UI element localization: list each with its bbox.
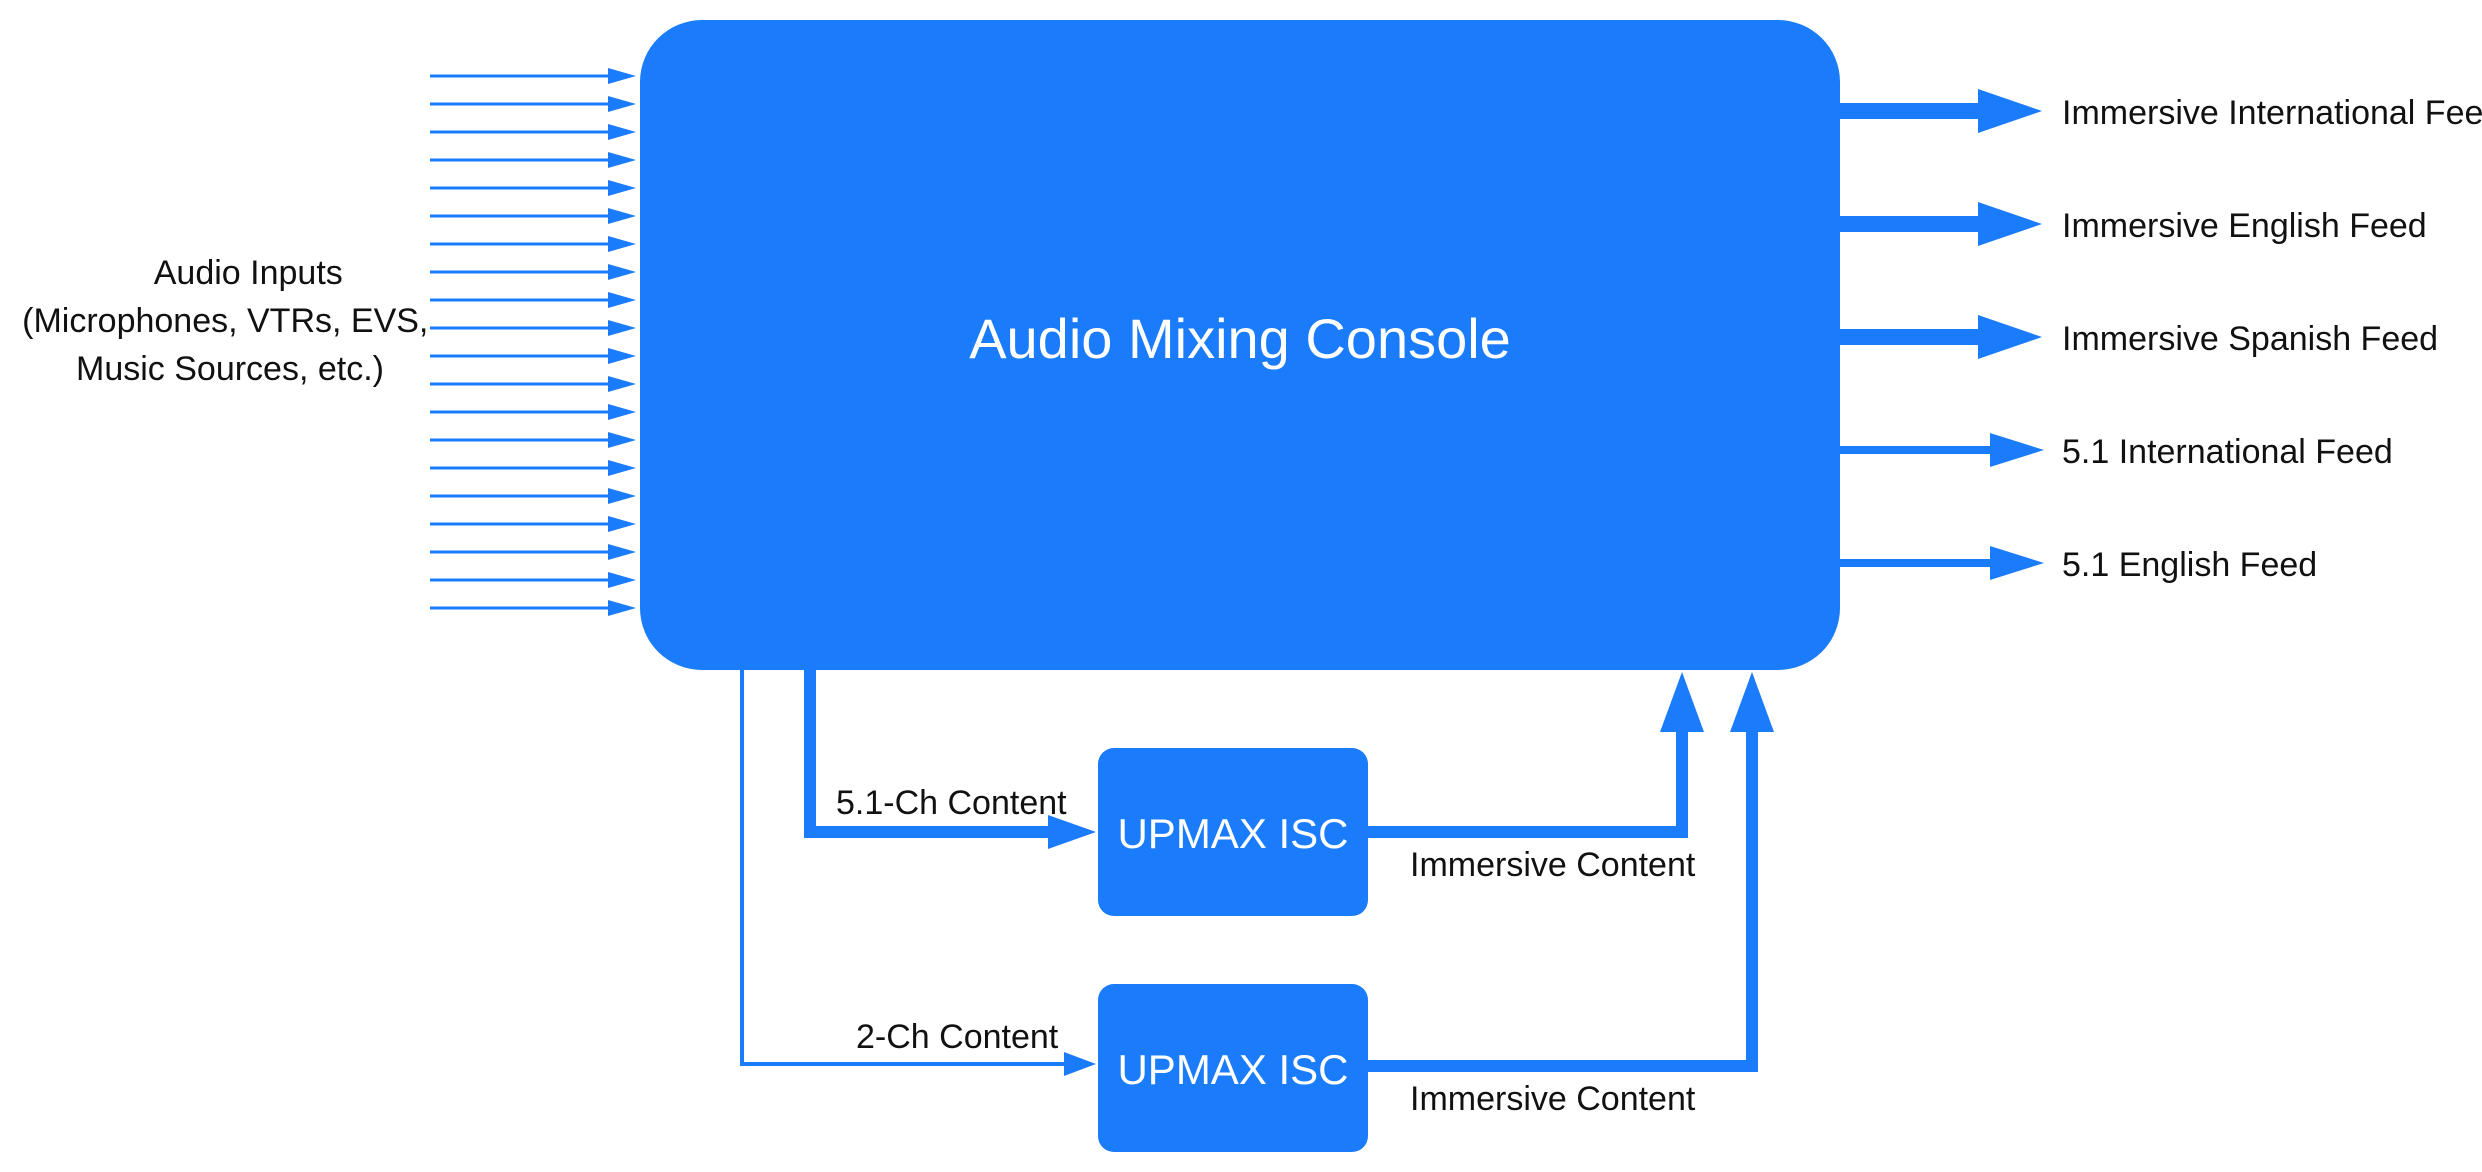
audio-input-arrow [430, 236, 636, 252]
5-1-international-feed-arrow [1840, 433, 2044, 467]
audio-input-arrow [430, 460, 636, 476]
audio-inputs-line-3: Music Sources, etc.) [76, 350, 384, 388]
2-ch-content-label: 2-Ch Content [856, 1018, 1059, 1056]
5-1-english-feed-arrow [1840, 546, 2044, 580]
audio-input-arrow [430, 152, 636, 168]
output-label-immersive-spanish: Immersive Spanish Feed [2062, 320, 2438, 358]
audio-input-arrow [430, 348, 636, 364]
upmax-isc-label-1: UPMAX ISC [1117, 810, 1348, 857]
immersive-english-feed-arrow [1840, 202, 2042, 246]
audio-input-arrow [430, 572, 636, 588]
5-1-ch-content-label: 5.1-Ch Content [836, 784, 1067, 822]
audio-input-arrow [430, 544, 636, 560]
output-label-immersive-english: Immersive English Feed [2062, 207, 2427, 245]
audio-inputs-label: Audio Inputs (Microphones, VTRs, EVS, Mu… [22, 254, 438, 388]
audio-mixing-console-label: Audio Mixing Console [969, 307, 1511, 370]
5-1-ch-content-connector [804, 670, 1096, 849]
audio-input-arrow [430, 68, 636, 84]
audio-input-arrow [430, 320, 636, 336]
immersive-content-return-2 [1368, 672, 1774, 1072]
audio-input-arrows [430, 68, 636, 616]
immersive-content-label-2: Immersive Content [1410, 1080, 1696, 1118]
audio-inputs-line-1: Audio Inputs [154, 254, 343, 292]
audio-input-arrow [430, 208, 636, 224]
audio-input-arrow [430, 376, 636, 392]
audio-input-arrow [430, 292, 636, 308]
output-label-5-1-english: 5.1 English Feed [2062, 546, 2317, 584]
audio-mixing-console-box [640, 20, 1840, 670]
2-ch-content-connector [740, 670, 1096, 1076]
audio-input-arrow [430, 124, 636, 140]
audio-input-arrow [430, 404, 636, 420]
audio-input-arrow [430, 96, 636, 112]
audio-input-arrow [430, 264, 636, 280]
audio-input-arrow [430, 488, 636, 504]
upmax-isc-box-2 [1098, 984, 1368, 1152]
audio-input-arrow [430, 180, 636, 196]
upmax-isc-label-2: UPMAX ISC [1117, 1046, 1348, 1093]
output-label-5-1-international: 5.1 International Feed [2062, 433, 2393, 471]
immersive-content-label-1: Immersive Content [1410, 846, 1696, 884]
audio-input-arrow [430, 600, 636, 616]
upmax-isc-box-1 [1098, 748, 1368, 916]
immersive-spanish-feed-arrow [1840, 315, 2042, 359]
audio-input-arrow [430, 516, 636, 532]
audio-input-arrow [430, 432, 636, 448]
audio-inputs-line-2: (Microphones, VTRs, EVS, [22, 302, 428, 340]
immersive-international-feed-arrow [1840, 89, 2042, 133]
output-label-immersive-international: Immersive International Feed [2062, 94, 2482, 132]
immersive-content-return-1 [1368, 672, 1704, 838]
